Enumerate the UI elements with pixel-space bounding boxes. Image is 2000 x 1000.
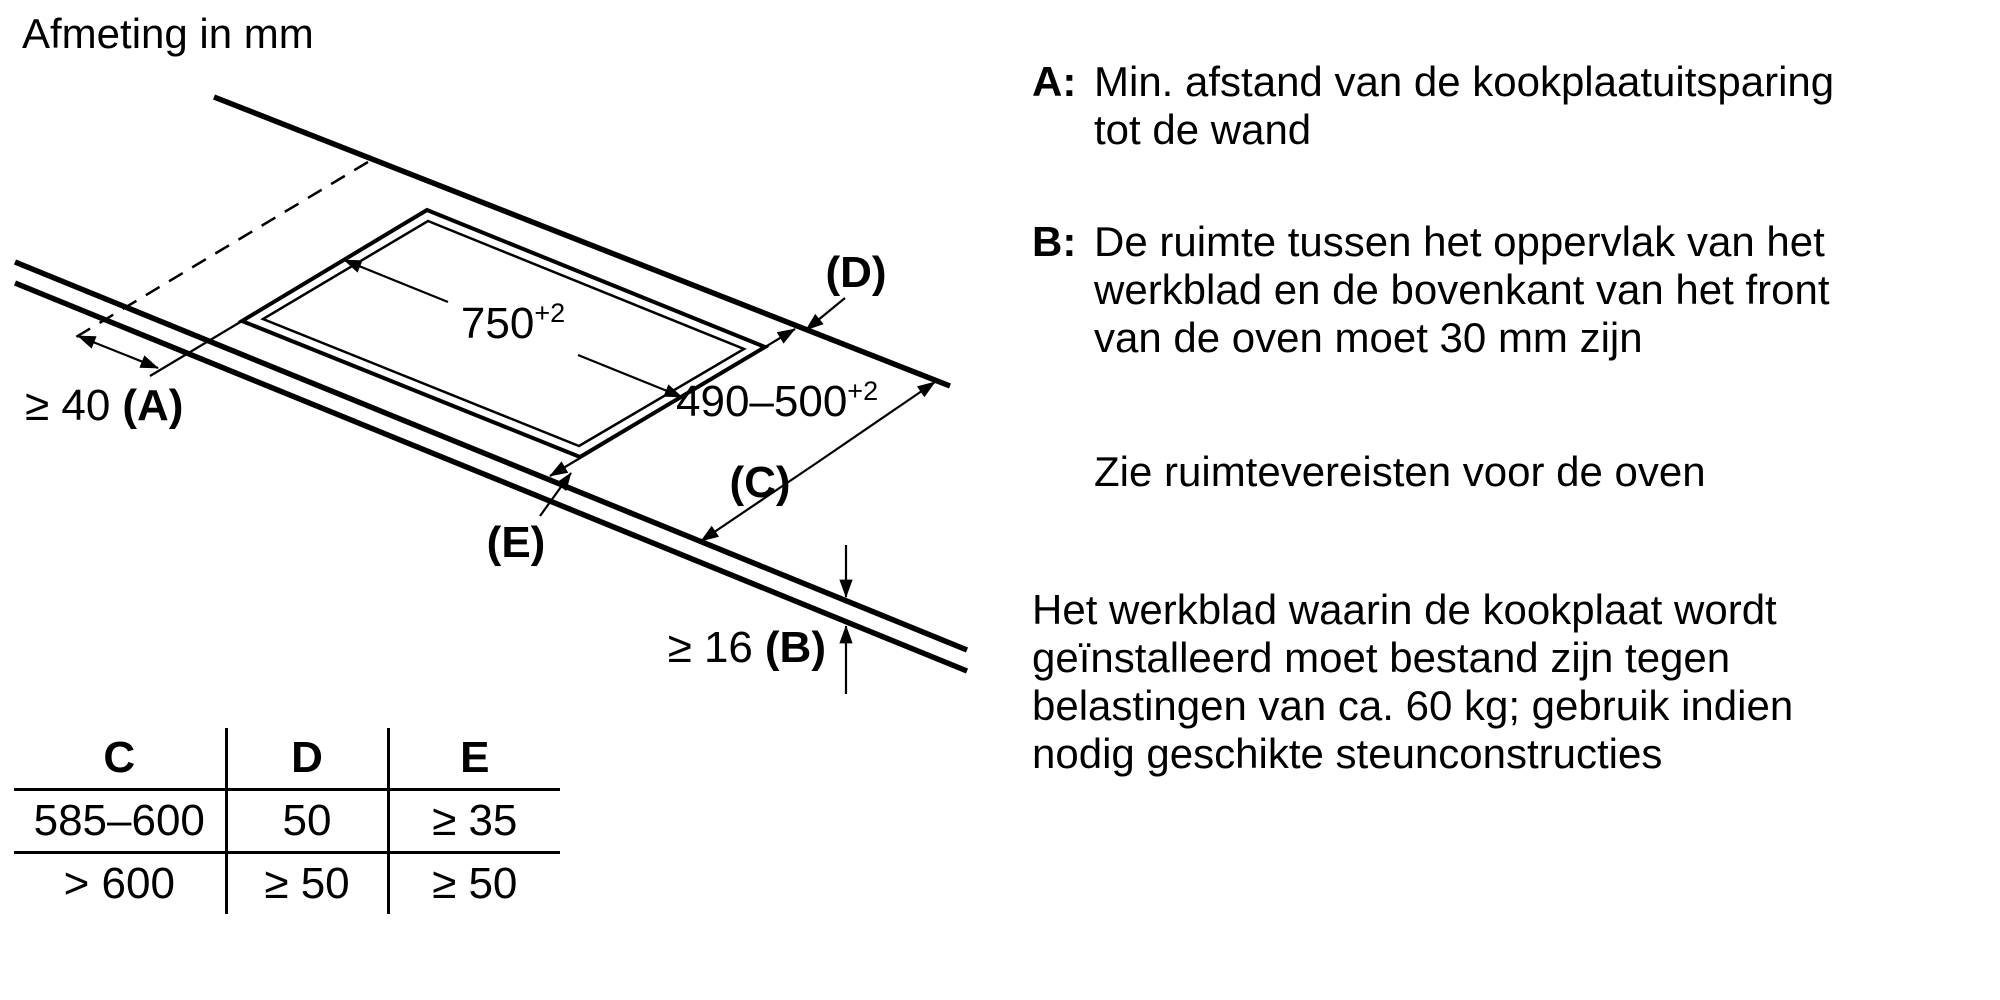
legend-item-b-label: B: [1032,218,1077,265]
oven-space-note: Zie ruimtevereisten voor de oven [1094,448,1982,496]
label-c: (C) [729,458,790,507]
table-cell-d1: 50 [224,789,388,854]
text-line: Het werkblad waarin de kookplaat wordt [1032,586,1777,633]
dim-d-arrow [805,297,846,331]
dim-b-label: ≥ 16(B) [668,623,826,672]
dim-depth-arrow-upper [671,328,796,404]
front-edge-bottom-line [13,280,969,674]
page-title: Afmeting in mm [22,10,314,57]
cutout-extension-line [149,320,243,377]
table-header-row: C D E [14,728,560,791]
text-line: geïnstalleerd moet bestand zijn tegen [1032,634,1731,681]
table-header-c: C [14,728,226,791]
back-edge-line [212,94,952,389]
text-line: belastingen van ca. 60 kg; gebruik indie… [1032,682,1794,729]
text-line: Zie ruimtevereisten voor de oven [1094,448,1706,495]
text-line: tot de wand [1094,106,1312,153]
legend-item-b: B: De ruimte tussen het oppervlak van he… [1032,218,1982,362]
dim-a-label: ≥ 40(A) [25,381,183,430]
dim-width-label: 750+2 [461,298,565,348]
dim-depth-arrow-lower [549,402,673,477]
dim-c-arrow-lower [700,461,819,542]
dim-e-arrow [539,472,572,517]
dim-width-arrow-right [577,353,683,399]
installation-diagram: ≥ 40(A) 750+2 490–500+2 (C) (D) (E) ≥ 16… [13,94,969,694]
text-line: Min. afstand van de kookplaatuitsparing [1094,58,1835,105]
table-row: > 600 ≥ 50 ≥ 50 [14,852,560,914]
table-cell-d2: ≥ 50 [224,852,388,914]
legend-item-a-text: Min. afstand van de kookplaatuitsparing … [1094,58,1834,154]
table-cell-c1: 585–600 [14,789,226,854]
dim-c-arrow-upper [817,381,936,463]
legend-item-a: A: Min. afstand van de kookplaatuitspari… [1032,58,1982,154]
cutout-inner-rect [260,219,747,448]
table-cell-c2: > 600 [63,859,175,908]
label-d: (D) [825,248,886,297]
front-edge-top-line [13,259,969,653]
table-cell-e2: ≥ 50 [386,852,560,914]
text-line: werkblad en de bovenkant van het front [1094,266,1830,313]
table-header-e: E [386,728,560,791]
table-cell-e1: ≥ 35 [386,789,560,854]
dimension-table: C D E 585–600 50 ≥ 35 > 600 ≥ 50 ≥ 50 [14,728,560,914]
label-e: (E) [487,518,546,567]
table-row: 585–600 50 ≥ 35 [14,789,560,854]
worktop-load-note: Het werkblad waarin de kookplaat wordt g… [1032,586,1982,778]
legend-item-a-label: A: [1032,58,1077,105]
legend: A: Min. afstand van de kookplaatuitspari… [1032,58,1982,778]
dim-a-arrows [77,334,159,370]
dim-depth-label: 490–500+2 [676,376,878,426]
dim-width-arrow-left [343,258,449,304]
text-line: van de oven moet 30 mm zijn [1094,314,1643,361]
table-header-d: D [224,728,388,791]
text-line: De ruimte tussen het oppervlak van het [1094,218,1825,265]
text-line: nodig geschikte steunconstructies [1032,730,1663,777]
legend-item-b-text: De ruimte tussen het oppervlak van het w… [1094,218,1830,362]
wall-dashed-line [75,160,369,339]
